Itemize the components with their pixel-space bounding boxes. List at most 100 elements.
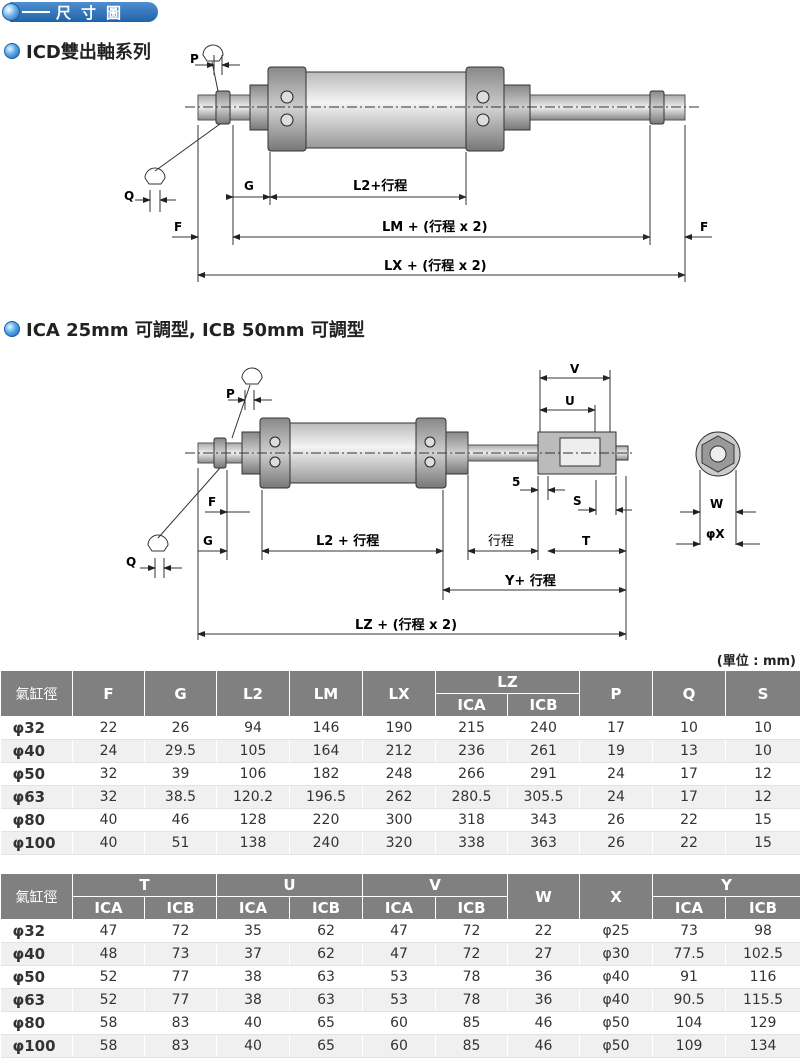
diagram-ica-icb: P Q F G L2 + 行程 行程 T V U 5 S Y+ 行程 LZ + … bbox=[126, 362, 760, 640]
th2-y-ica: ICA bbox=[652, 896, 727, 920]
dim-p-label: P bbox=[190, 52, 199, 66]
value-cell: φ50 bbox=[579, 1034, 654, 1058]
value-cell: 320 bbox=[362, 831, 436, 855]
value-cell: 72 bbox=[435, 942, 509, 966]
dim2-x-label: φX bbox=[706, 527, 725, 541]
value-cell: φ40 bbox=[579, 988, 654, 1012]
dim-f-right-label: F bbox=[700, 220, 708, 234]
value-cell: 78 bbox=[435, 988, 509, 1012]
value-cell: 36 bbox=[507, 965, 581, 989]
value-cell: 63 bbox=[289, 988, 364, 1012]
th2-y: Y bbox=[652, 873, 800, 897]
value-cell: 261 bbox=[507, 739, 580, 763]
value-cell: 291 bbox=[507, 762, 580, 786]
dim-f-left-label: F bbox=[174, 220, 182, 234]
value-cell: 94 bbox=[216, 716, 290, 740]
value-cell: 52 bbox=[72, 988, 145, 1012]
value-cell: 248 bbox=[362, 762, 436, 786]
value-cell: φ30 bbox=[579, 942, 654, 966]
value-cell: 17 bbox=[652, 785, 726, 809]
value-cell: 10 bbox=[652, 716, 726, 740]
value-cell: 24 bbox=[72, 739, 145, 763]
value-cell: 240 bbox=[289, 831, 363, 855]
value-cell: 32 bbox=[72, 762, 145, 786]
value-cell: 46 bbox=[507, 1011, 581, 1035]
value-cell: 26 bbox=[144, 716, 217, 740]
value-cell: 134 bbox=[725, 1034, 800, 1058]
value-cell: 91 bbox=[652, 965, 727, 989]
value-cell: 116 bbox=[725, 965, 800, 989]
dim2-w-label: W bbox=[710, 497, 723, 511]
dim2-v-label: V bbox=[570, 362, 580, 376]
dim-g-label: G bbox=[244, 179, 254, 193]
value-cell: 17 bbox=[579, 716, 653, 740]
value-cell: 13 bbox=[652, 739, 726, 763]
header-tab: 尺寸圖 bbox=[0, 0, 160, 24]
value-cell: 29.5 bbox=[144, 739, 217, 763]
value-cell: 190 bbox=[362, 716, 436, 740]
value-cell: 60 bbox=[362, 1034, 437, 1058]
dim2-lz-label: LZ + (行程 x 2) bbox=[355, 617, 457, 633]
value-cell: 164 bbox=[289, 739, 363, 763]
bore-cell: φ50 bbox=[0, 965, 73, 989]
bore-cell: φ50 bbox=[0, 762, 73, 786]
value-cell: 22 bbox=[72, 716, 145, 740]
th-q: Q bbox=[652, 670, 726, 717]
value-cell: 37 bbox=[216, 942, 291, 966]
value-cell: φ40 bbox=[579, 965, 654, 989]
value-cell: 138 bbox=[216, 831, 290, 855]
dim2-q-label: Q bbox=[126, 555, 136, 569]
dim-lx-label: LX + (行程 x 2) bbox=[384, 258, 487, 274]
value-cell: 26 bbox=[579, 831, 653, 855]
bore-cell: φ80 bbox=[0, 1011, 73, 1035]
value-cell: 73 bbox=[652, 919, 727, 943]
value-cell: 40 bbox=[216, 1034, 291, 1058]
th-p: P bbox=[579, 670, 653, 717]
value-cell: 62 bbox=[289, 942, 364, 966]
value-cell: 58 bbox=[72, 1011, 145, 1035]
value-cell: 47 bbox=[362, 919, 437, 943]
value-cell: 27 bbox=[507, 942, 581, 966]
value-cell: 47 bbox=[362, 942, 437, 966]
value-cell: 32 bbox=[72, 785, 145, 809]
value-cell: 212 bbox=[362, 739, 436, 763]
value-cell: 53 bbox=[362, 988, 437, 1012]
value-cell: 10 bbox=[725, 739, 800, 763]
value-cell: 262 bbox=[362, 785, 436, 809]
bore-cell: φ40 bbox=[0, 739, 73, 763]
section1-title: ICD雙出軸系列 bbox=[26, 42, 151, 63]
dim2-y-label: Y+ 行程 bbox=[504, 573, 556, 589]
value-cell: 38 bbox=[216, 965, 291, 989]
th-bore: 氣缸徑 bbox=[0, 670, 73, 717]
value-cell: 22 bbox=[507, 919, 581, 943]
value-cell: 109 bbox=[652, 1034, 727, 1058]
header-bar bbox=[10, 2, 158, 22]
value-cell: 78 bbox=[435, 965, 509, 989]
value-cell: 280.5 bbox=[435, 785, 508, 809]
th2-t-icb: ICB bbox=[143, 896, 218, 920]
value-cell: 73 bbox=[144, 942, 218, 966]
value-cell: 72 bbox=[435, 919, 509, 943]
dim2-f-label: F bbox=[208, 495, 216, 509]
value-cell: 22 bbox=[652, 831, 726, 855]
th-f: F bbox=[72, 670, 145, 717]
value-cell: 98 bbox=[725, 919, 800, 943]
bore-cell: φ40 bbox=[0, 942, 73, 966]
value-cell: 60 bbox=[362, 1011, 437, 1035]
value-cell: 53 bbox=[362, 965, 437, 989]
value-cell: 65 bbox=[289, 1011, 364, 1035]
bore-cell: φ32 bbox=[0, 919, 73, 943]
dim2-five-label: 5 bbox=[512, 475, 520, 489]
value-cell: 85 bbox=[435, 1011, 509, 1035]
th-lz-icb: ICB bbox=[507, 693, 580, 717]
value-cell: 39 bbox=[144, 762, 217, 786]
value-cell: 72 bbox=[144, 919, 218, 943]
value-cell: 38.5 bbox=[144, 785, 217, 809]
value-cell: 196.5 bbox=[289, 785, 363, 809]
